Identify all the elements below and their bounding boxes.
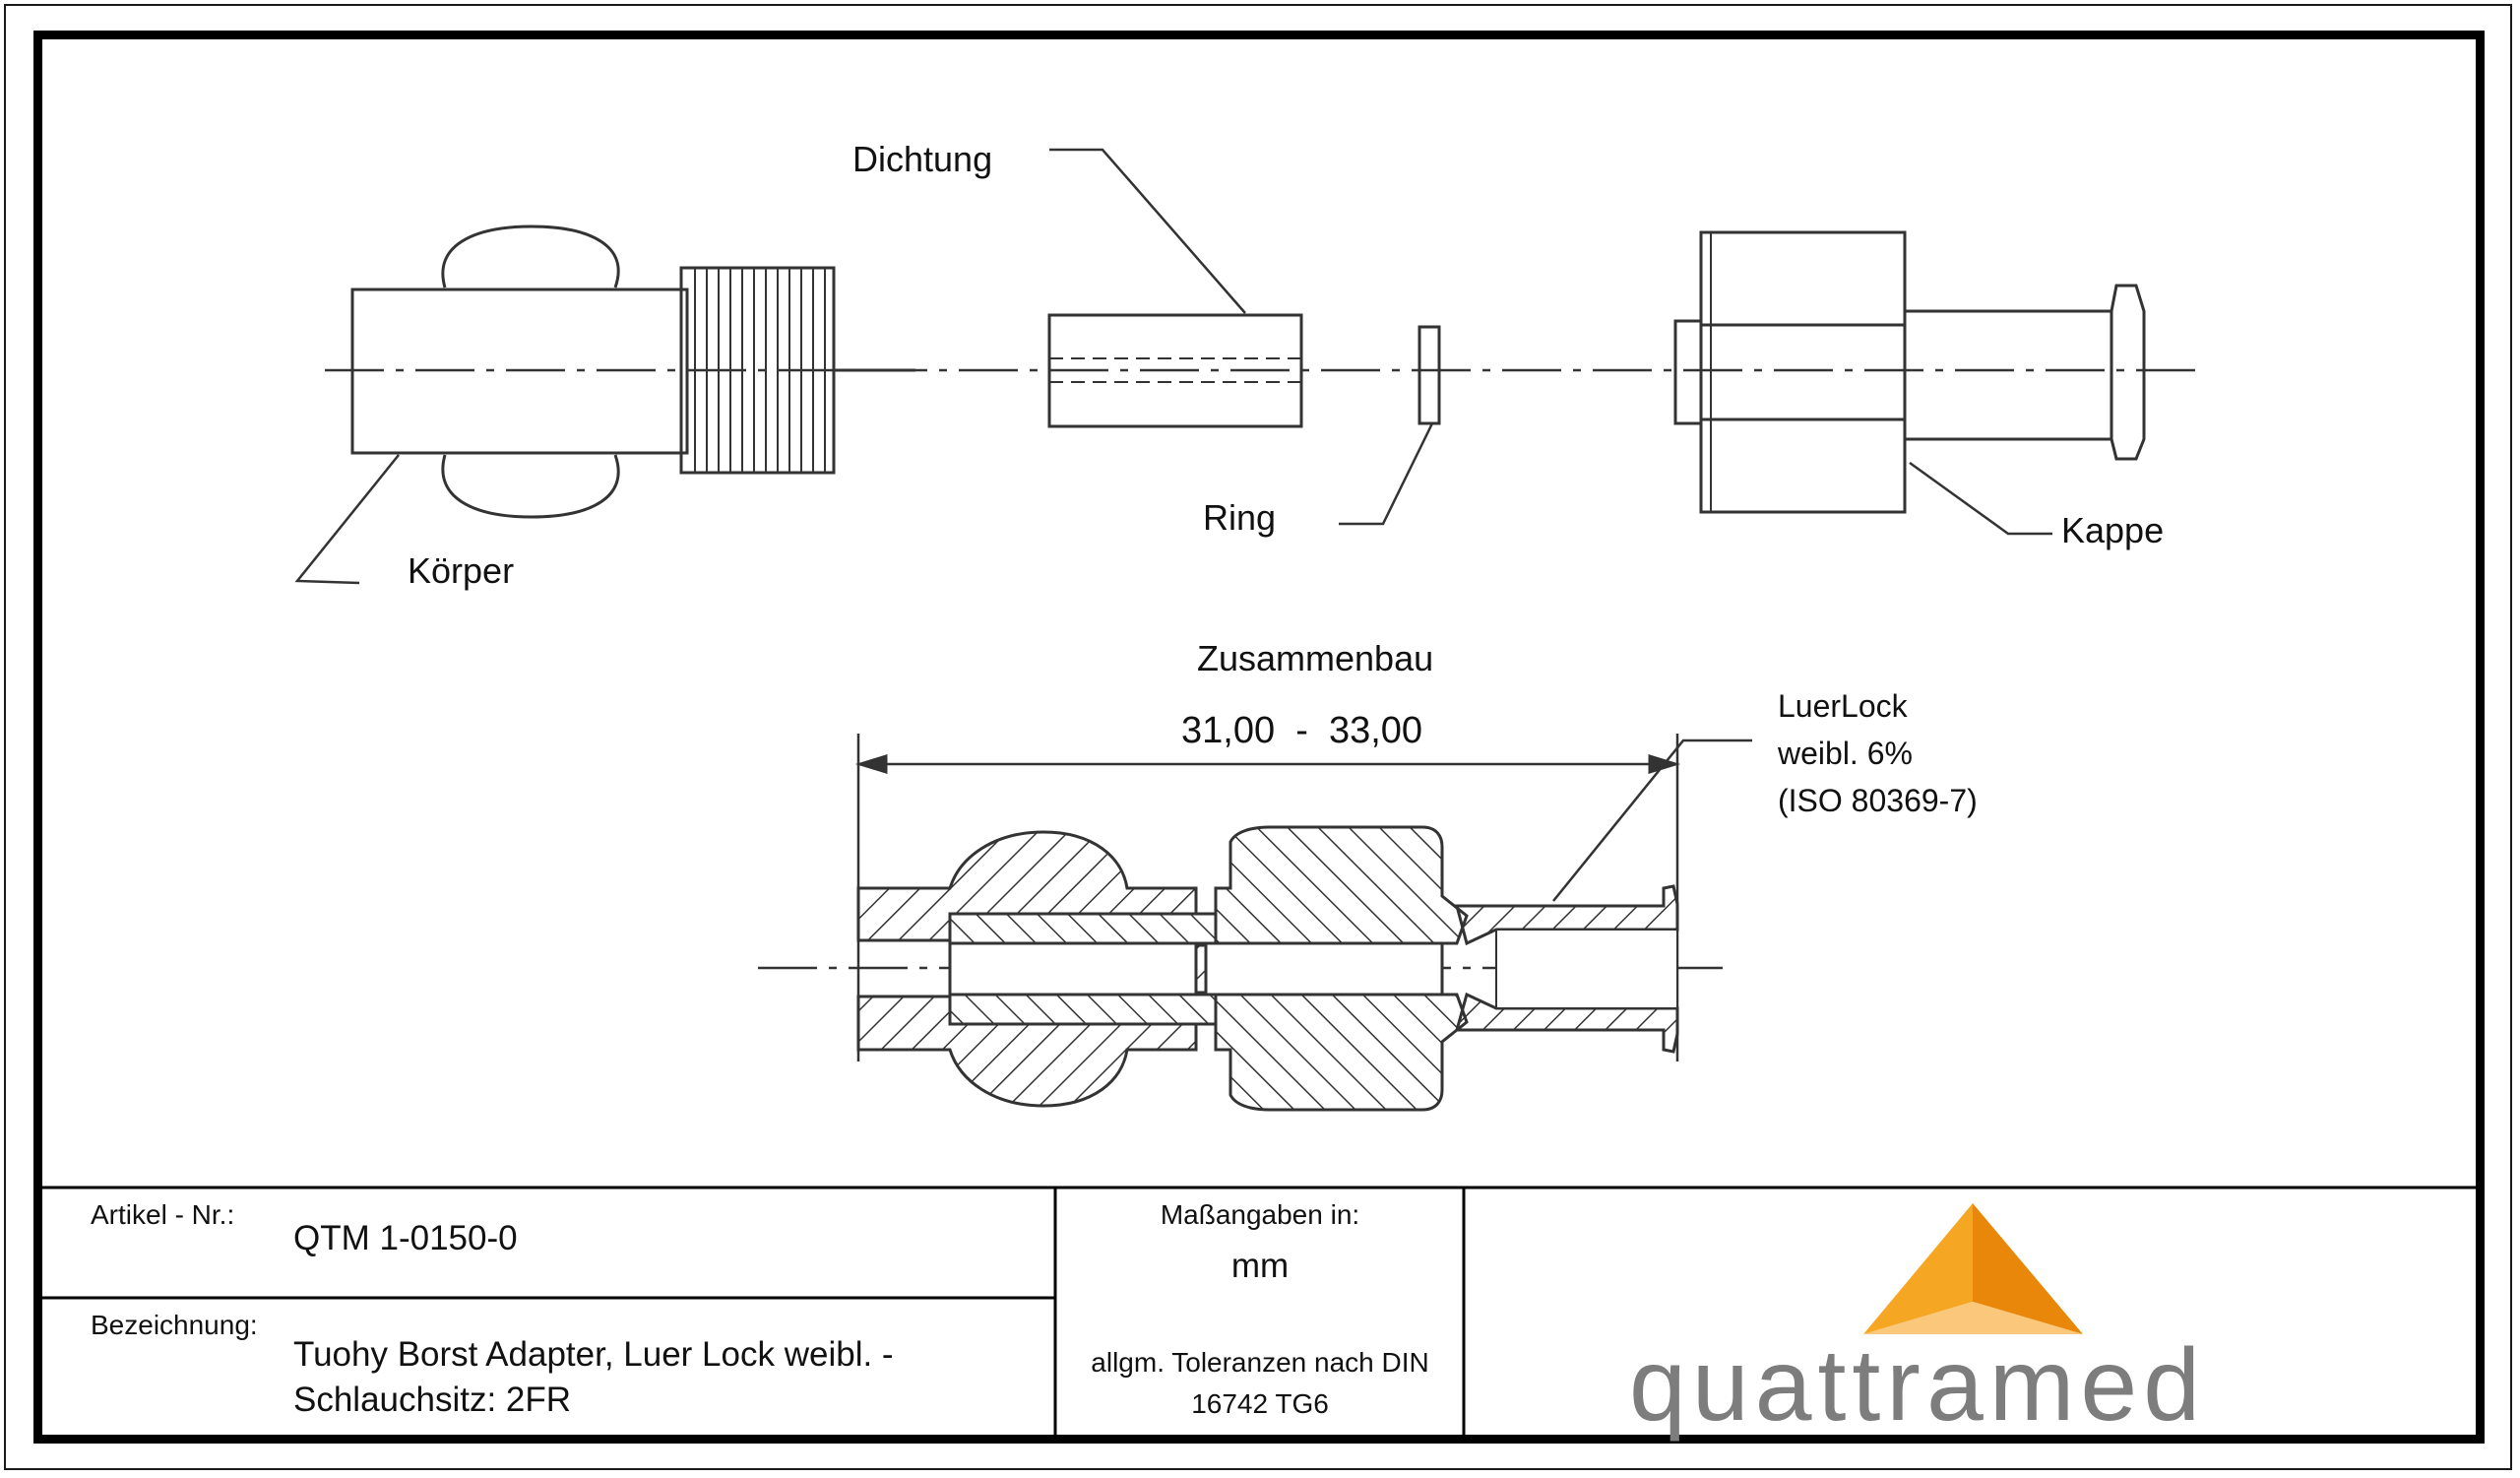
luerlock-leader: [1552, 739, 1752, 902]
dichtung-leader: [1049, 148, 1246, 314]
dimension-arrow-left: [854, 753, 888, 775]
koerper-leader: [294, 454, 400, 585]
assembly-cap-lower: [1214, 993, 1469, 1112]
bezeichnung-line2: Schlauchsitz: 2FR: [293, 1381, 572, 1419]
quattramed-logo-mark: [1863, 1203, 2083, 1334]
koerper-part: [350, 225, 915, 519]
drawing-frame: [33, 31, 2485, 1444]
toleranz-line1: allgm. Toleranzen nach DIN: [1091, 1347, 1429, 1378]
label-luerlock-1: LuerLock: [1778, 688, 1909, 724]
masse-value: mm: [1230, 1247, 1290, 1285]
label-ring: Ring: [1203, 497, 1276, 538]
kappe-part: [1673, 230, 2146, 514]
assembly-cap-upper: [1214, 825, 1469, 945]
label-kappe: Kappe: [2061, 510, 2164, 550]
masse-label: Maßangaben in:: [1160, 1199, 1360, 1230]
bezeichnung-line1: Tuohy Borst Adapter, Luer Lock weibl. -: [293, 1335, 894, 1374]
label-luerlock-2: weibl. 6%: [1777, 736, 1913, 771]
quattramed-logo-text: quattramed: [1629, 1328, 2207, 1443]
kappe-leader: [1909, 461, 2052, 536]
assembly-seal-upper: [948, 912, 1218, 945]
assembly-view: [758, 734, 1752, 1112]
label-koerper: Körper: [408, 550, 514, 591]
label-zusammenbau: Zusammenbau: [1197, 638, 1433, 678]
artikel-value: QTM 1-0150-0: [293, 1219, 518, 1257]
toleranz-line2: 16742 TG6: [1191, 1388, 1329, 1419]
exploded-view: [294, 148, 2205, 585]
assembly-luer-bore: [1495, 929, 1678, 1009]
assembly-seal-lower: [948, 993, 1218, 1026]
assembly-ring: [1194, 943, 1208, 995]
label-dichtung: Dichtung: [852, 139, 992, 179]
thread-lines: [694, 268, 826, 473]
ring-leader: [1339, 422, 1434, 526]
bezeichnung-label: Bezeichnung:: [91, 1310, 258, 1340]
label-luerlock-3: (ISO 80369-7): [1778, 783, 1978, 818]
assembly-body-lower: [856, 995, 1198, 1108]
outer-border: [4, 4, 2512, 1470]
artikel-label: Artikel - Nr.:: [91, 1199, 235, 1230]
drawing-labels: Dichtung Körper Ring Kappe Zusammenbau 3…: [408, 139, 2164, 818]
label-dimension: 31,00 - 33,00: [1181, 710, 1422, 751]
title-block-grid: [37, 1186, 2481, 1440]
dichtung-part: [1047, 313, 1303, 428]
ring-part: [1418, 325, 1441, 425]
